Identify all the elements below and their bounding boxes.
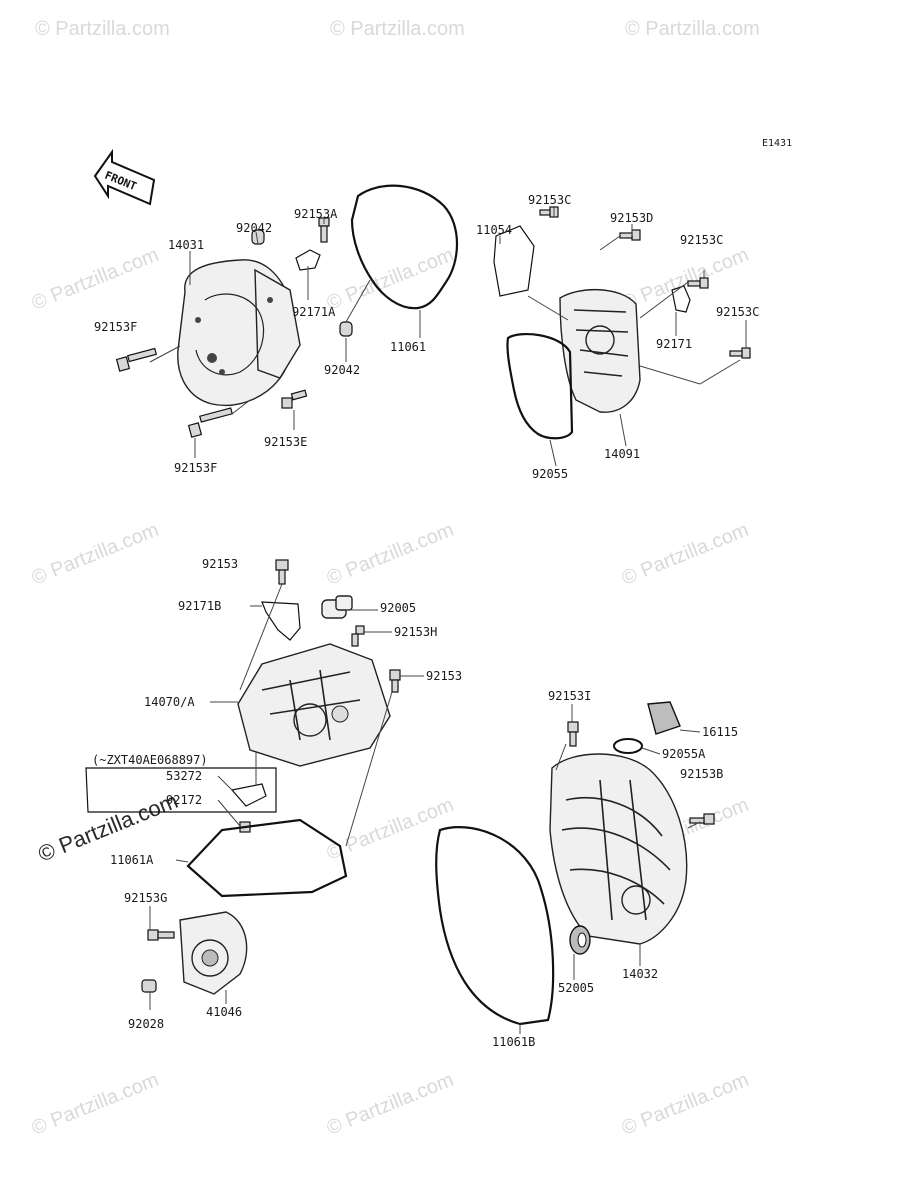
bolt-icon (115, 347, 158, 372)
bolt-icon (281, 389, 308, 409)
serial-note: (~ZXT40AE068897) (92, 753, 208, 767)
part-label: 92171B (178, 599, 221, 613)
o-ring-92055A (613, 738, 643, 754)
seal-52005-icon (569, 925, 591, 955)
watermark: © Partzilla.com (619, 519, 752, 590)
cover-14032 (549, 753, 688, 945)
part-label: 92153E (264, 435, 307, 449)
part-label: 92055A (662, 747, 706, 761)
part-label: 92153D (610, 211, 653, 225)
plug-92028-icon (141, 979, 157, 993)
gasket-11061A (186, 818, 348, 898)
watermark: © Partzilla.com (619, 1069, 752, 1140)
gasket-11061 (350, 184, 459, 310)
part-label: 92153B (680, 767, 723, 781)
part-label: 92153G (124, 891, 167, 905)
part-label: 92171 (656, 337, 692, 351)
cover-14091 (559, 289, 641, 413)
part-label: 92028 (128, 1017, 164, 1031)
part-label: 92153F (94, 320, 137, 334)
bolt-icon (147, 929, 175, 941)
clamp-icon (295, 249, 321, 271)
bolt-icon (567, 721, 579, 747)
gasket-11061B (435, 826, 555, 1026)
watermark: © Partzilla.com (35, 18, 170, 40)
watermark: © Partzilla.com (625, 18, 760, 40)
part-label: 52005 (558, 981, 594, 995)
part-label: 14091 (604, 447, 640, 461)
watermark: © Partzilla.com (324, 519, 457, 590)
bracket-53272 (230, 783, 267, 807)
bolt-icon (539, 206, 559, 218)
bolt-icon (351, 625, 365, 647)
part-label: 41046 (206, 1005, 242, 1019)
part-label: 92172 (166, 793, 202, 807)
watermark: © Partzilla.com (324, 1069, 457, 1140)
part-label: 92153C (528, 193, 571, 207)
gasket-92055 (506, 332, 574, 440)
watermark: © Partzilla.com (29, 244, 162, 315)
bracket-11054 (493, 225, 535, 297)
bolt-icon (187, 407, 233, 438)
part-label: 92042 (236, 221, 272, 235)
part-label: 14070/A (144, 695, 195, 709)
part-label: 11054 (476, 223, 512, 237)
diagram-code: E1431 (762, 138, 792, 149)
part-label: 92055 (532, 467, 568, 481)
part-label: 53272 (166, 769, 202, 783)
part-label: 14031 (168, 238, 204, 252)
part-labels: 14031 92042 92153A 92171A 92153F 92153F … (94, 193, 759, 1049)
part-label: 92153A (294, 207, 338, 221)
part-label: 11061A (110, 853, 154, 867)
part-label: 16115 (702, 725, 738, 739)
part-label: 92042 (324, 363, 360, 377)
serial-note-box (85, 767, 277, 813)
part-label: 92171A (292, 305, 336, 319)
part-label: 92153 (426, 669, 462, 683)
part-label: 11061B (492, 1035, 535, 1049)
part-label: 92153C (680, 233, 723, 247)
part-label: 11061 (390, 340, 426, 354)
cover-14070A (237, 643, 391, 767)
dowel-icon (339, 321, 353, 337)
part-label: 92153H (394, 625, 437, 639)
part-label: 14032 (622, 967, 658, 981)
watermark: © Partzilla.com (29, 1069, 162, 1140)
bracket-92171B (261, 601, 301, 641)
bolt-icon (729, 347, 751, 359)
part-label: 92153F (174, 461, 217, 475)
watermark: © Partzilla.com (29, 519, 162, 590)
part-label: 92005 (380, 601, 416, 615)
cap-16115-icon (647, 701, 681, 735)
watermark-dark: © Partzilla.com (35, 788, 182, 867)
part-label: 92153C (716, 305, 759, 319)
bolt-icon (275, 559, 289, 585)
generator-cover-14031 (177, 259, 301, 406)
watermark: © Partzilla.com (330, 18, 465, 40)
watermark: © Partzilla.com (619, 244, 752, 315)
cover-41046 (179, 911, 248, 995)
part-label: 92153 (202, 557, 238, 571)
bolt-icon (619, 229, 641, 241)
part-label: 92153I (548, 689, 591, 703)
leader-lines (149, 206, 747, 1034)
bolt-icon (389, 669, 401, 693)
sensor-92005-icon (321, 595, 353, 619)
watermark: © Partzilla.com (324, 244, 457, 315)
front-arrow-icon: FRONT (93, 148, 156, 206)
